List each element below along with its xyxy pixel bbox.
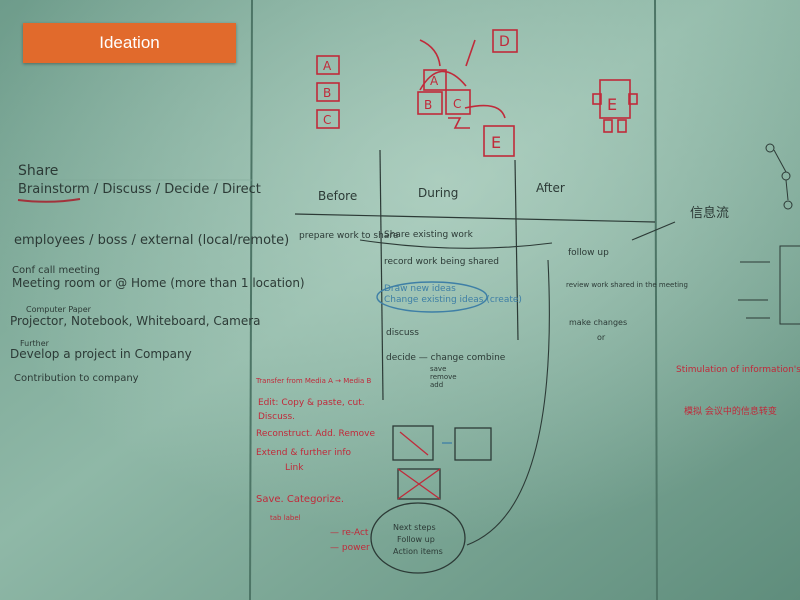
right-doodles xyxy=(738,143,800,325)
after-item: make changes xyxy=(569,318,627,327)
cluster-a-label: A xyxy=(430,74,439,88)
underline-brainstorm xyxy=(17,198,81,203)
after-item: follow up xyxy=(568,248,609,258)
red-note: Link xyxy=(285,463,304,473)
column-headers: Before During After xyxy=(318,181,565,203)
header-during: During xyxy=(418,186,458,200)
red-note: Extend & further info xyxy=(256,448,352,458)
red-note: Discuss. xyxy=(258,412,295,422)
box-b-label: B xyxy=(323,86,331,100)
box-e-label: E xyxy=(491,133,501,152)
note-meeting: Meeting room or @ Home (more than 1 loca… xyxy=(12,276,305,290)
before-prepare: prepare work to share xyxy=(299,231,399,241)
chinese-title: 信息流 xyxy=(690,205,729,221)
next-steps-item: Action items xyxy=(393,547,443,556)
stimulation-note: Stimulation of information's journey xyxy=(676,365,800,375)
during-item: record work being shared xyxy=(384,257,499,267)
left-notes: Share Brainstorm / Discuss / Decide / Di… xyxy=(10,163,305,384)
after-item: or xyxy=(597,333,606,342)
ideation-banner: Ideation xyxy=(23,23,236,63)
red-note: Transfer from Media A → Media B xyxy=(255,377,371,385)
note-tools-label: Computer Paper xyxy=(26,305,92,314)
next-steps-title: Next steps xyxy=(393,523,436,532)
robot-e-label: E xyxy=(607,95,617,114)
red-notes: Transfer from Media A → Media B Edit: Co… xyxy=(255,377,375,553)
cluster-c-label: C xyxy=(453,97,461,111)
banner-title: Ideation xyxy=(99,33,160,52)
flow-notes: prepare work to share Share existing wor… xyxy=(299,230,688,389)
cluster-b-label: B xyxy=(424,98,432,112)
during-item: Draw new ideas xyxy=(384,284,456,294)
arrow-next-steps xyxy=(466,259,550,546)
note-people: employees / boss / external (local/remot… xyxy=(14,233,289,248)
note-share: Share xyxy=(18,163,58,179)
red-note: — re-Act xyxy=(330,528,369,538)
during-item: add xyxy=(430,381,443,389)
during-item: remove xyxy=(430,373,457,381)
during-item: save xyxy=(430,365,446,373)
header-before: Before xyxy=(318,189,357,203)
arrow-to-info-flow xyxy=(631,221,676,241)
red-note: Reconstruct. Add. Remove xyxy=(256,429,375,439)
after-item: review work shared in the meeting xyxy=(566,281,688,289)
panel-seam xyxy=(249,0,253,600)
box-a-label: A xyxy=(323,59,332,73)
letter-boxes xyxy=(316,29,638,157)
next-steps-item: Follow up xyxy=(397,535,435,544)
during-item: Change existing ideas (create) xyxy=(384,295,522,305)
arrow-to-follow-up xyxy=(359,239,553,249)
panel-seam xyxy=(654,0,658,600)
timeline-lines xyxy=(294,149,656,401)
chinese-sub: 模拟 会议中的信息转变 xyxy=(684,405,777,417)
note-further: Further xyxy=(20,339,50,348)
right-notes: 信息流 Stimulation of information's journey… xyxy=(676,205,800,417)
note-actions: Brainstorm / Discuss / Decide / Direct xyxy=(18,182,261,197)
sketch-boxes xyxy=(370,425,492,574)
red-note: tab label xyxy=(270,514,301,522)
during-item: Share existing work xyxy=(384,230,474,240)
during-item: discuss xyxy=(386,328,419,338)
header-after: After xyxy=(536,181,565,195)
note-tools: Projector, Notebook, Whiteboard, Camera xyxy=(10,314,261,328)
note-develop: Develop a project in Company xyxy=(10,347,192,361)
next-steps-notes: Next steps Follow up Action items xyxy=(393,523,443,556)
box-d-label: D xyxy=(499,34,510,50)
red-note: Save. Categorize. xyxy=(256,494,344,505)
box-c-label: C xyxy=(323,113,331,127)
note-contribution: Contribution to company xyxy=(14,373,139,384)
red-note: Edit: Copy & paste, cut. xyxy=(258,398,365,408)
red-note: — power xyxy=(330,543,370,553)
during-item: decide — change combine xyxy=(386,353,506,363)
note-conf: Conf call meeting xyxy=(12,265,100,276)
blue-ellipse xyxy=(376,281,488,313)
letter-box-labels: A B C A B C D E E xyxy=(323,34,617,152)
